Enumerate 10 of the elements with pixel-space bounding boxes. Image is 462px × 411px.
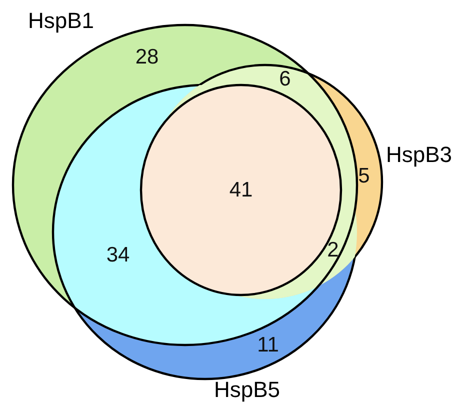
region-count: 5 xyxy=(358,166,370,186)
set-label: HspB3 xyxy=(386,144,452,166)
region-count: 34 xyxy=(106,244,130,266)
region-count: 28 xyxy=(135,46,159,68)
region-count: 6 xyxy=(279,68,291,90)
region-count: 41 xyxy=(229,180,253,200)
region-count: 2 xyxy=(327,240,339,260)
region-count: 11 xyxy=(257,334,279,356)
set-label: HspB5 xyxy=(214,379,280,401)
set-label: HspB1 xyxy=(28,10,94,32)
